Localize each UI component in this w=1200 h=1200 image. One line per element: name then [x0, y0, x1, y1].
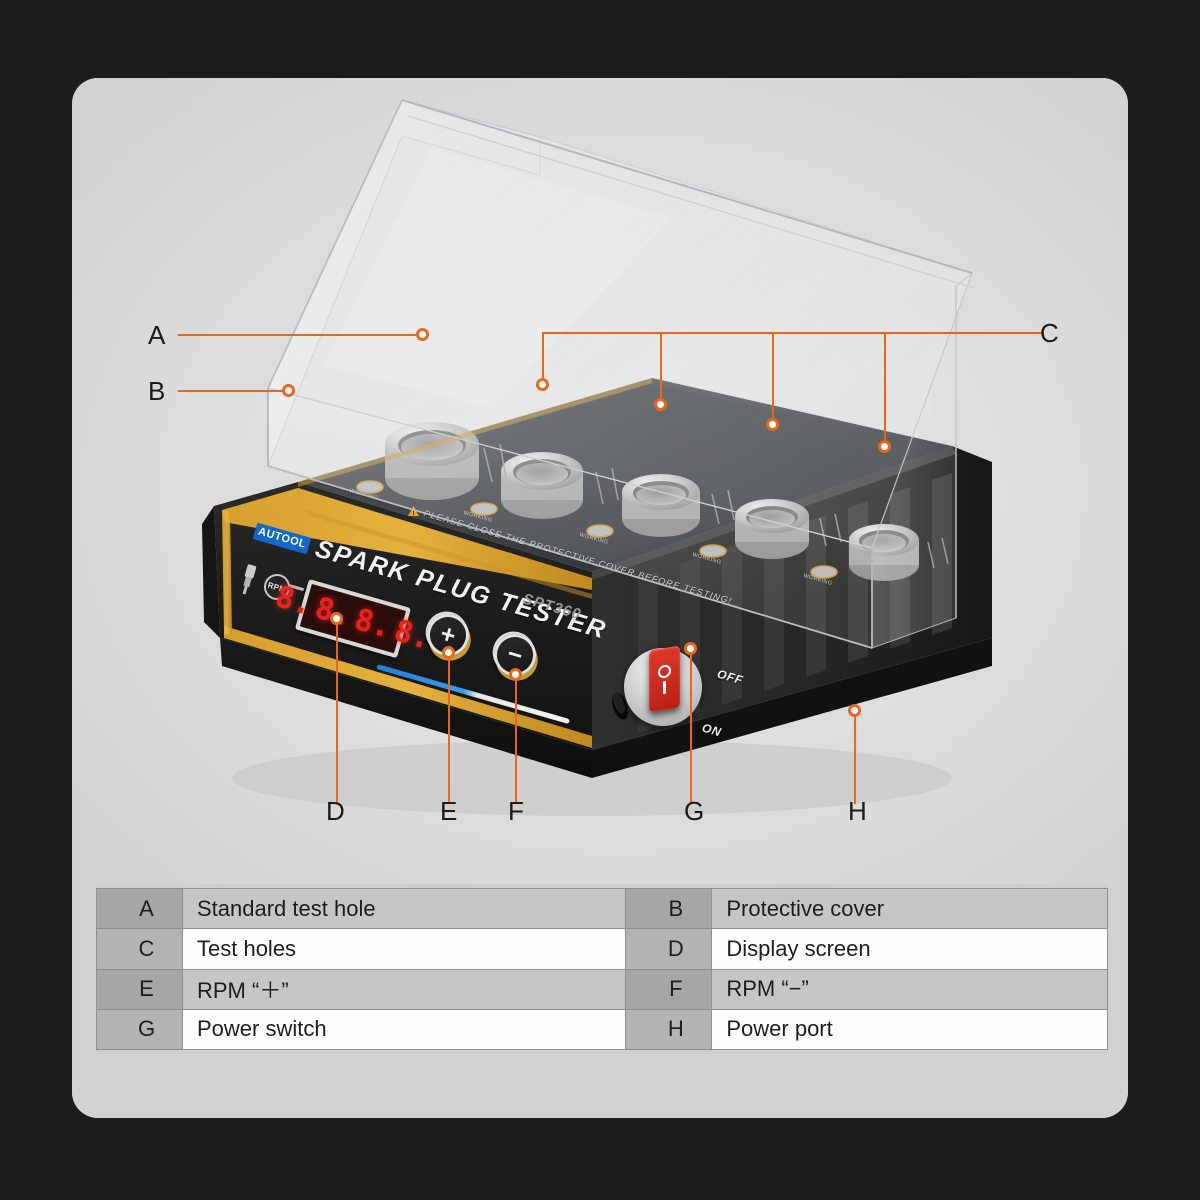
leader-c-dot-4	[878, 440, 891, 453]
leader-g-dot	[684, 642, 697, 655]
callout-letter-g: G	[684, 796, 705, 826]
device-illustration: ! WORKING WORKING WORKING WORKING WORKIN…	[72, 78, 1128, 838]
legend-value-g: Power switch	[181, 1008, 627, 1051]
leader-a	[178, 334, 422, 337]
legend-value-a: Standard test hole	[181, 887, 627, 930]
leader-c-branch-2	[660, 332, 663, 404]
leader-e	[448, 658, 451, 804]
legend-key-e: E	[96, 968, 183, 1010]
legend-key-b: B	[625, 887, 713, 930]
leader-a-dot	[416, 328, 429, 341]
svg-text:!: !	[412, 510, 414, 517]
leader-c-branch-1	[542, 332, 545, 384]
callout-letter-b: B	[148, 376, 166, 406]
leader-f-dot	[509, 668, 522, 681]
leader-d	[336, 624, 339, 804]
spark-plug-icon	[242, 564, 257, 595]
warning-triangle-icon	[408, 506, 419, 516]
content-panel: ! WORKING WORKING WORKING WORKING WORKIN…	[72, 78, 1128, 1118]
callout-letter-d: D	[326, 796, 345, 826]
legend-value-f: RPM “−”	[711, 968, 1108, 1010]
leader-h	[854, 716, 857, 804]
leader-b-dot	[282, 384, 295, 397]
legend-row-4: G Power switch H Power port	[96, 1008, 1108, 1051]
leader-c-branch-3	[772, 332, 775, 424]
protective-cover	[267, 99, 975, 649]
callout-letter-f: F	[508, 796, 524, 826]
leader-c-trunk	[542, 332, 1042, 335]
legend-key-a: A	[96, 887, 183, 930]
legend-key-c: C	[96, 928, 183, 970]
legend-key-f: F	[625, 968, 713, 1010]
legend-value-d: Display screen	[711, 928, 1108, 970]
leader-d-dot	[330, 612, 343, 625]
leader-g	[690, 654, 693, 804]
legend-row-3: E RPM “＋” F RPM “−”	[96, 968, 1108, 1010]
legend-value-b: Protective cover	[711, 887, 1108, 930]
callout-letter-h: H	[848, 796, 867, 826]
legend-key-g: G	[96, 1008, 183, 1051]
leader-c-dot-3	[766, 418, 779, 431]
leader-f	[515, 680, 518, 804]
leader-c-dot-2	[654, 398, 667, 411]
legend-row-2: C Test holes D Display screen	[96, 928, 1108, 970]
leader-c-dot-1	[536, 378, 549, 391]
callout-letter-c: C	[1040, 318, 1059, 348]
legend-key-d: D	[625, 928, 713, 970]
legend-table: A Standard test hole B Protective cover …	[96, 887, 1108, 1051]
leader-b	[178, 390, 288, 393]
callout-letter-a: A	[148, 320, 166, 350]
callout-letter-e: E	[440, 796, 458, 826]
legend-row-1: A Standard test hole B Protective cover	[96, 887, 1108, 930]
leader-h-dot	[848, 704, 861, 717]
legend-key-h: H	[625, 1008, 713, 1051]
legend-value-c: Test holes	[181, 928, 627, 970]
legend-value-h: Power port	[711, 1008, 1108, 1051]
leader-c-branch-4	[884, 332, 887, 446]
legend-value-e: RPM “＋”	[181, 968, 627, 1010]
leader-e-dot	[442, 646, 455, 659]
